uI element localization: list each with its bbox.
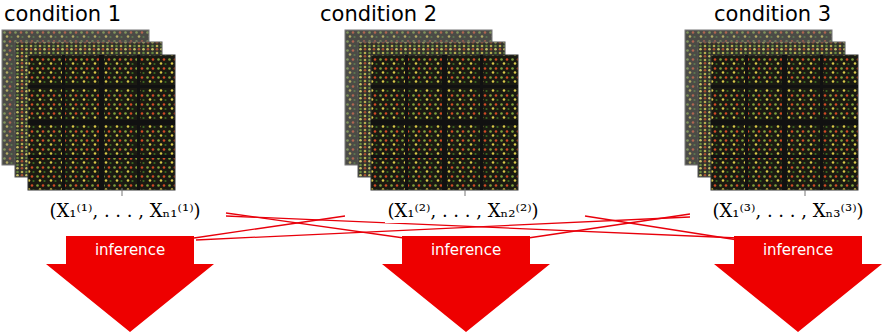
inference-arrow: inference xyxy=(714,236,882,332)
sample-tuple: (X₁⁽²⁾, . . . , Xₙ₂⁽²⁾) xyxy=(385,199,540,223)
arrow-label: inference xyxy=(431,240,501,260)
condition-heading: condition 3 xyxy=(714,1,831,27)
arrow-label: inference xyxy=(95,240,165,260)
sample-tuple: (X₁⁽¹⁾, . . . , Xₙ₁⁽¹⁾) xyxy=(47,199,202,223)
sample-tuple: (X₁⁽³⁾, . . . , Xₙ₃⁽³⁾) xyxy=(710,199,865,223)
condition-heading: condition 1 xyxy=(4,1,121,27)
arrow-fill xyxy=(382,236,550,332)
inference-arrow: inference xyxy=(46,236,214,332)
arrow-label: inference xyxy=(763,240,833,260)
inference-arrow: inference xyxy=(382,236,550,332)
condition-heading: condition 2 xyxy=(320,1,437,27)
arrow-fill xyxy=(714,236,882,332)
arrow-fill xyxy=(46,236,214,332)
